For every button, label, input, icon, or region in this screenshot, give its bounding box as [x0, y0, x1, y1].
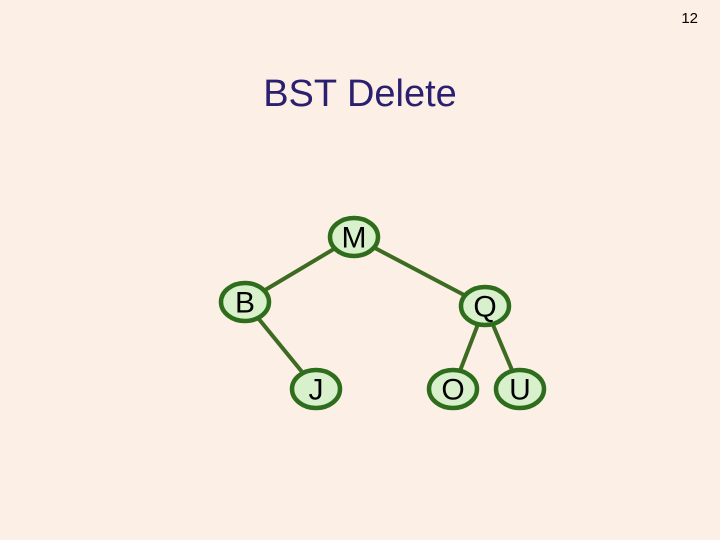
node-circle	[327, 215, 381, 259]
page-number: 12	[681, 10, 698, 27]
slide-title: BST Delete	[263, 73, 457, 115]
node-circle	[289, 367, 343, 411]
node-circle	[218, 280, 272, 324]
node-label: B	[235, 287, 255, 320]
tree-node-o: O	[426, 367, 480, 411]
node-label: Q	[473, 291, 496, 324]
node-circle	[458, 284, 512, 328]
node-label: U	[509, 374, 531, 407]
tree-node-j: J	[289, 367, 343, 411]
tree-node-u: U	[493, 367, 547, 411]
node-label: J	[309, 374, 324, 407]
node-label: O	[441, 374, 464, 407]
tree-node-q: Q	[458, 284, 512, 328]
node-circle	[493, 367, 547, 411]
node-label: M	[342, 222, 367, 255]
tree-node-m: M	[327, 215, 381, 259]
tree-node-b: B	[218, 280, 272, 324]
tree-nodes: M B Q J O U	[218, 215, 547, 411]
node-circle	[426, 367, 480, 411]
